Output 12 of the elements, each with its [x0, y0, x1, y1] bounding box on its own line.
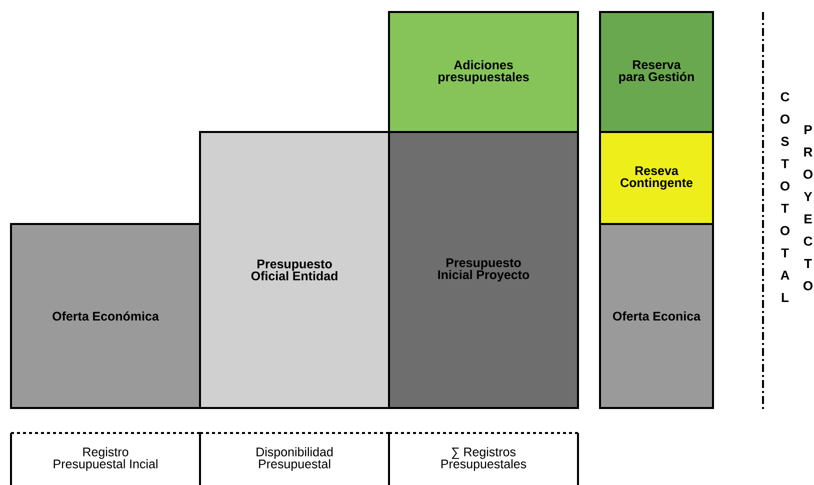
- vertical-label: PROYECTO: [803, 125, 813, 290]
- budget-block: Adiciones presupuestales: [388, 11, 579, 133]
- budget-block: Reseva Contingente: [599, 131, 714, 225]
- budget-block: Reserva para Gestión: [599, 11, 714, 133]
- table-cell: ∑ Registros Presupuestales: [388, 432, 579, 485]
- table-cell: Registro Presupuestal Incial: [10, 432, 201, 485]
- table-cell: Disponibilidad Presupuestal: [199, 432, 390, 485]
- budget-block: Oferta Económica: [10, 223, 201, 409]
- budget-block: Presupuesto Inicial Proyecto: [388, 131, 579, 409]
- budget-block: Oferta Econica: [599, 223, 714, 409]
- vertical-label: COSTO TOTAL: [780, 92, 790, 302]
- budget-block: Presupuesto Oficial Entidad: [199, 131, 390, 409]
